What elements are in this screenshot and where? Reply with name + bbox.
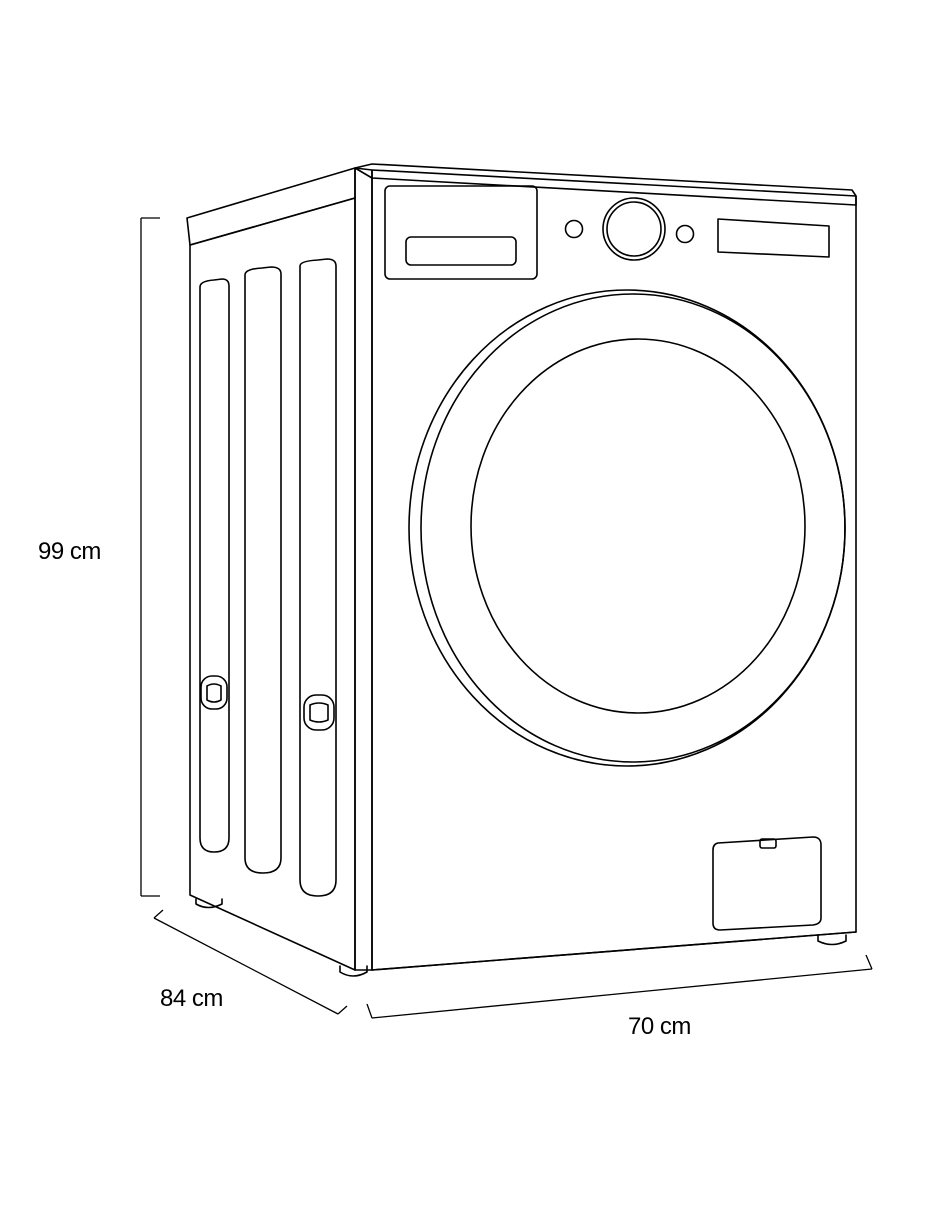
depth-label: 84 cm xyxy=(160,985,223,1012)
filter-cover-tab xyxy=(759,838,777,849)
width-label: 70 cm xyxy=(628,1013,691,1040)
front-foot-left xyxy=(339,965,368,977)
top-edge xyxy=(354,163,857,206)
side-grip-right xyxy=(303,694,335,731)
machine-front-panel xyxy=(339,163,857,977)
depth-dimension: 84 cm xyxy=(153,909,348,1015)
side-top-lip xyxy=(186,167,356,246)
display-panel xyxy=(717,218,830,258)
program-dial xyxy=(602,197,666,261)
side-rib-3 xyxy=(299,258,337,897)
machine-side-panel xyxy=(186,167,356,971)
drawer-handle xyxy=(405,236,517,266)
program-dial-inner xyxy=(606,201,662,257)
door-ring-rim xyxy=(420,293,846,763)
side-body xyxy=(189,197,356,971)
side-grip-right-inner xyxy=(309,702,329,723)
side-grip-left xyxy=(200,675,228,710)
control-button-left xyxy=(564,219,584,239)
front-bottom-edge xyxy=(371,931,857,971)
height-dimension: 99 cm xyxy=(38,217,160,897)
height-dimension-line xyxy=(140,217,160,897)
front-corner-strip xyxy=(354,167,373,971)
front-foot-right xyxy=(817,934,847,946)
side-grip-left-inner xyxy=(206,683,222,703)
door-outer-ring xyxy=(408,289,846,767)
depth-dimension-line xyxy=(153,909,348,1015)
filter-cover xyxy=(712,836,822,931)
height-label: 99 cm xyxy=(38,538,101,565)
control-button-right xyxy=(675,224,695,244)
side-rib-2 xyxy=(244,266,282,874)
side-rib-1 xyxy=(199,278,230,853)
width-dimension-line xyxy=(366,954,873,1019)
width-dimension: 70 cm xyxy=(366,954,873,1040)
door-glass xyxy=(470,338,806,714)
detergent-drawer xyxy=(384,185,538,280)
side-foot-back xyxy=(195,898,223,909)
